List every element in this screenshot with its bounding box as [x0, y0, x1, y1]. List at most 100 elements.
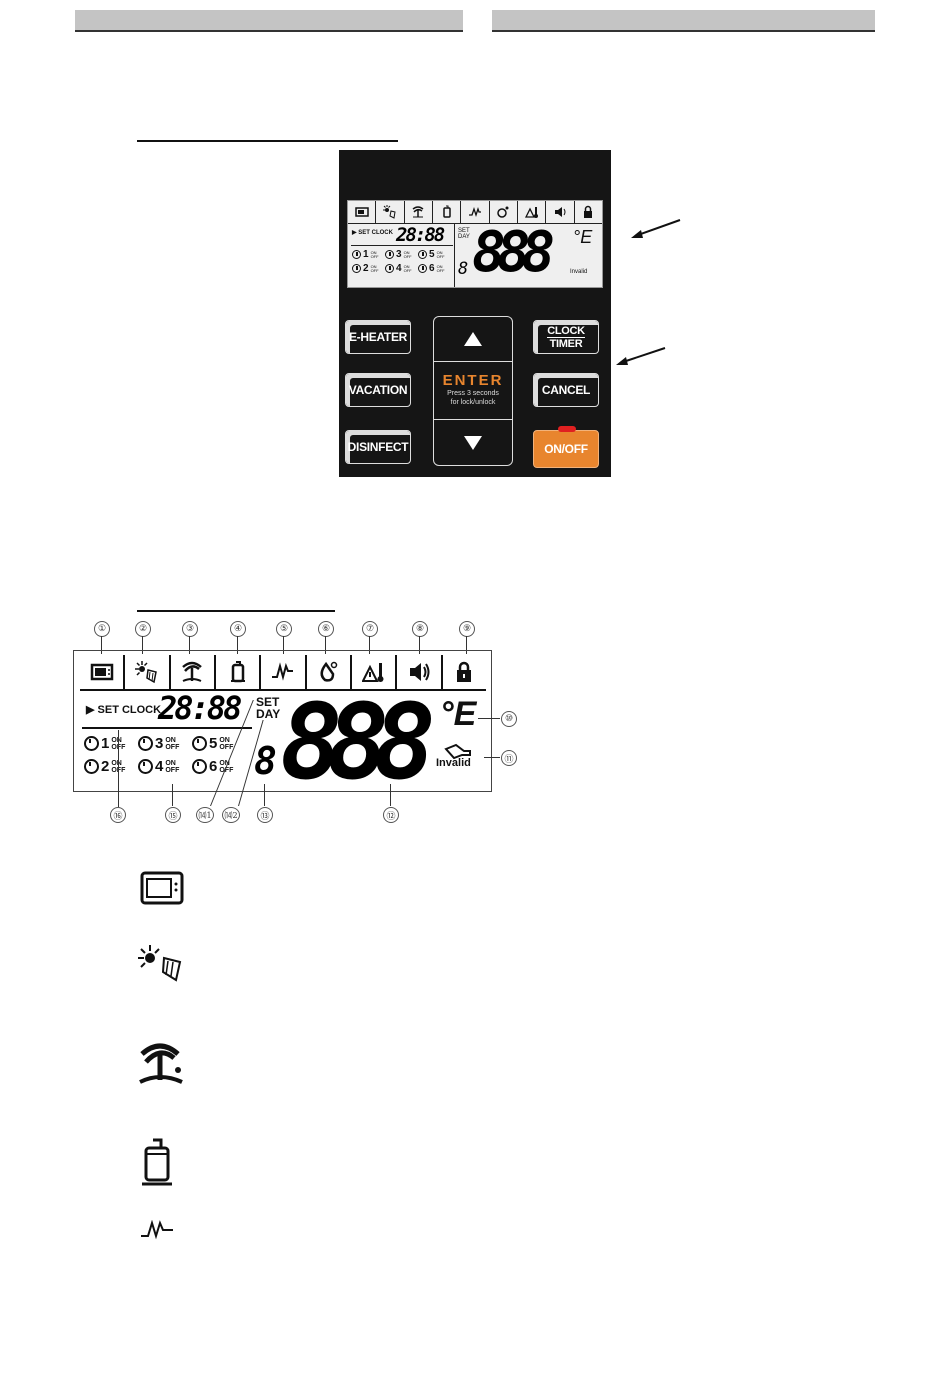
sun-solar-panel-icon: [125, 655, 171, 689]
cancel-button[interactable]: CANCEL: [533, 373, 599, 407]
pointer-arrow-buttons: [616, 347, 666, 365]
lcd-divider-v: [454, 223, 455, 287]
timer-clock-icon: [192, 736, 207, 751]
callout-label-3: ③: [182, 621, 198, 637]
water-tank-icon: [216, 655, 262, 689]
section-underline-1: [137, 140, 398, 142]
section-underline-2: [137, 610, 335, 612]
disinfect-button[interactable]: DISINFECT: [345, 430, 411, 464]
lock-icon: [443, 655, 486, 689]
callout-label-14-1: ⒁1: [196, 807, 214, 823]
lcd-icon-row: [348, 201, 602, 224]
callout-label-15: ⑮: [165, 807, 181, 823]
callout-label-8: ⑧: [412, 621, 428, 637]
timer-clock-icon: [138, 759, 153, 774]
diagram-day-label: DAY: [256, 707, 281, 721]
timer-clock-icon: [192, 759, 207, 774]
on-off-button[interactable]: ON/OFF: [533, 430, 599, 468]
callout-label-5: ⑤: [276, 621, 292, 637]
down-button[interactable]: [434, 419, 512, 466]
lcd-diagram-icon-row: [80, 655, 486, 689]
enter-sublabel: Press 3 seconds for lock/unlock: [447, 389, 499, 406]
callout-label-12: ⑫: [383, 807, 399, 823]
arrow-up-icon: [464, 332, 482, 346]
lock-icon: [575, 201, 602, 223]
e-heater-button[interactable]: E-HEATER: [345, 320, 411, 354]
header-bar-left: [75, 10, 463, 30]
power-led-indicator: [558, 426, 576, 432]
header-rule-left: [75, 30, 463, 32]
leader-line: [466, 636, 467, 654]
heater-wave-icon: [461, 201, 490, 223]
diagram-day-digit: 8: [254, 739, 277, 783]
diagram-temp-digits: 888: [280, 681, 436, 803]
clock-timer-button[interactable]: CLOCK TIMER: [533, 320, 599, 354]
callout-label-14-2: ⒁2: [222, 807, 240, 823]
callout-label-10: ⑩: [501, 711, 517, 727]
leader-line: [142, 636, 143, 654]
leader-line: [390, 784, 391, 806]
diagram-divider-h: [82, 727, 252, 729]
enter-label: ENTER: [442, 371, 504, 389]
arrow-down-icon: [464, 436, 482, 450]
legend-monitor-icon: [140, 870, 184, 911]
diagram-clock-digits: 28:88: [158, 689, 242, 727]
monitor-icon: [80, 655, 126, 689]
disinfect-drop-icon: [490, 201, 518, 223]
warning-thermometer-icon: [518, 201, 547, 223]
nav-pad: ENTER Press 3 seconds for lock/unlock: [433, 316, 513, 466]
leader-line: [369, 636, 370, 654]
leader-line: [189, 636, 190, 654]
callout-label-2: ②: [135, 621, 151, 637]
lcd-set-day: SET DAY: [458, 228, 470, 240]
clock-label: CLOCK: [547, 324, 585, 338]
up-button[interactable]: [434, 317, 512, 362]
callout-label-4: ④: [230, 621, 246, 637]
leader-line: [419, 636, 420, 654]
timer-clock-icon: [84, 759, 99, 774]
leader-line: [264, 784, 265, 806]
timer-label: TIMER: [549, 337, 583, 350]
legend-heater-wave-icon: [140, 1219, 174, 1245]
timer-clock-icon: [84, 736, 99, 751]
water-tank-icon: [433, 201, 462, 223]
lcd-temp-digits: 888: [472, 220, 555, 285]
lcd-set-clock: ▶ SET CLOCK: [352, 230, 393, 236]
enter-button[interactable]: ENTER Press 3 seconds for lock/unlock: [434, 363, 512, 415]
diagram-set-clock: ▶ SET CLOCK: [86, 704, 162, 716]
pointer-arrow-lcd: [631, 219, 681, 238]
diagram-temp-unit: °E: [440, 695, 477, 733]
leader-line: [118, 730, 119, 807]
leader-line: [478, 718, 500, 719]
lcd-divider-h: [351, 245, 453, 246]
header-bar-right: [492, 10, 875, 30]
diagram-set-label: SET: [256, 695, 280, 709]
leader-line: [484, 757, 500, 758]
warning-thermometer-icon: [352, 655, 398, 689]
invalid-hand-icon: [444, 743, 472, 764]
leader-line: [325, 636, 326, 654]
lcd-day-digit: 8: [458, 259, 469, 279]
leader-line: [172, 784, 173, 806]
vacation-button[interactable]: VACATION: [345, 373, 411, 407]
callout-label-6: ⑥: [318, 621, 334, 637]
lcd-clock-digits: 28:88: [396, 224, 445, 246]
timer-clock-icon: [138, 736, 153, 751]
legend-sun-solar-panel-icon: [138, 944, 186, 987]
callout-label-7: ⑦: [362, 621, 378, 637]
